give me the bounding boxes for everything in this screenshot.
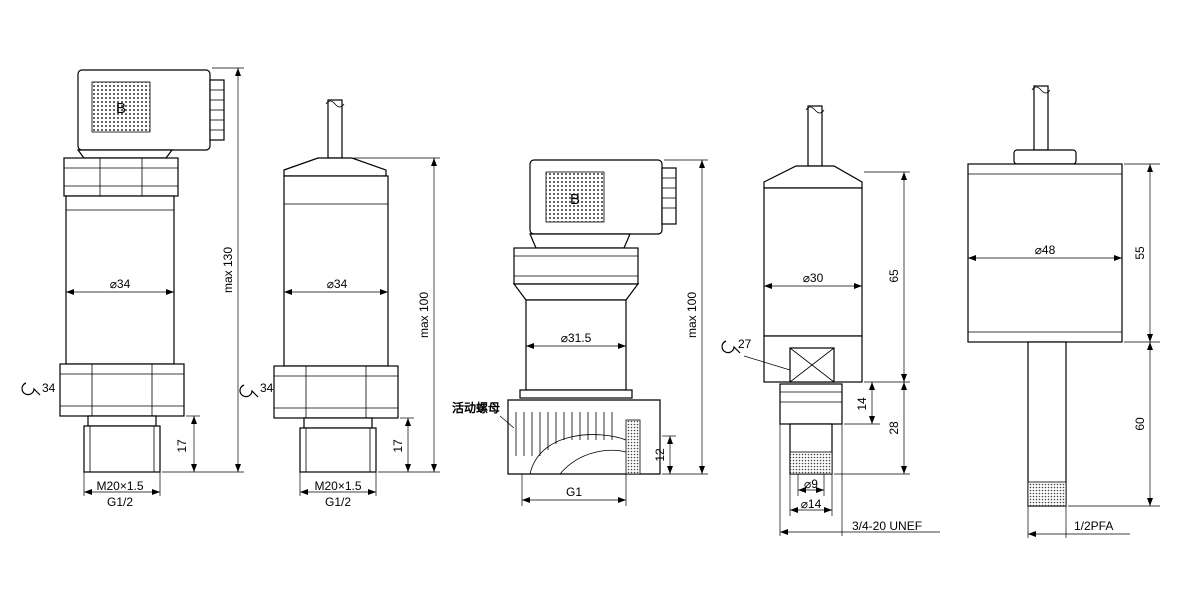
height-total-label: 28 — [887, 421, 901, 435]
thread-len-label: 17 — [175, 439, 189, 453]
thread — [779, 383, 843, 425]
diameter-label: ⌀48 — [1035, 243, 1056, 257]
thread-label: G1 — [566, 485, 582, 499]
cable — [1033, 85, 1049, 151]
view-2: 34 ⌀34 max 100 17 M20×1.5 G1/2 — [239, 99, 440, 509]
diameter-label: ⌀31.5 — [561, 331, 592, 345]
hex — [513, 247, 639, 285]
wrench-size: 34 — [42, 381, 56, 395]
thread-alt: G1/2 — [107, 495, 133, 509]
thread-label: 3/4-20 UNEF — [852, 519, 922, 533]
connector-letter: B — [570, 191, 580, 208]
wrench-icon — [239, 384, 259, 398]
nut-height-label: 12 — [653, 448, 667, 462]
stem — [1027, 341, 1067, 507]
bottom-hex — [59, 363, 185, 417]
sensor-body — [763, 187, 863, 337]
height-label: max 130 — [221, 247, 235, 293]
wrench-icon — [721, 340, 741, 354]
thread-main: M20×1.5 — [314, 479, 361, 493]
diameter-label: ⌀34 — [110, 277, 131, 291]
cable — [807, 105, 823, 167]
view-3: B 活动螺母 ⌀31.5 — [452, 159, 708, 506]
cable-gland — [661, 167, 677, 225]
view-5: ⌀48 55 60 1/2PFA — [967, 85, 1160, 538]
connector-grid — [545, 171, 605, 223]
outer-dia-label: ⌀14 — [801, 497, 822, 511]
thread — [83, 425, 161, 473]
connector-letter: B — [116, 100, 126, 117]
cap — [763, 165, 863, 189]
wrench-icon — [21, 382, 41, 396]
top-hex — [63, 157, 179, 197]
connector-grid — [91, 81, 151, 133]
thread — [299, 427, 377, 473]
wrench-size: 34 — [260, 381, 274, 395]
bottom-hex — [273, 365, 399, 419]
nut-label: 活动螺母 — [452, 400, 500, 415]
height-label: max 100 — [685, 292, 699, 338]
diameter-label: ⌀30 — [803, 271, 824, 285]
thread-label: 1/2PFA — [1074, 519, 1113, 533]
swivel-nut — [507, 399, 661, 475]
sensor-body — [967, 163, 1123, 343]
height-label: max 100 — [417, 292, 431, 338]
diameter-label: ⌀34 — [327, 277, 348, 291]
wrench-size: 27 — [738, 337, 752, 351]
thread-main: M20×1.5 — [96, 479, 143, 493]
view-4: 27 ⌀30 65 28 14 ⌀9 ⌀14 3/4-20 UNEF — [721, 105, 940, 536]
height-hex-label: 14 — [855, 397, 869, 411]
inner-dia-label: ⌀9 — [804, 477, 818, 491]
height-body-label: 55 — [1133, 246, 1147, 260]
cap — [283, 157, 387, 177]
thread-len-label: 17 — [391, 439, 405, 453]
cable — [327, 99, 343, 159]
height-stem-label: 60 — [1133, 417, 1147, 431]
sensor-body — [283, 175, 389, 367]
view-1: B 34 ⌀34 max — [21, 67, 244, 509]
sensor-body — [65, 195, 175, 365]
thread-alt: G1/2 — [325, 495, 351, 509]
height-body-label: 65 — [887, 269, 901, 283]
sensor-body — [525, 299, 627, 391]
